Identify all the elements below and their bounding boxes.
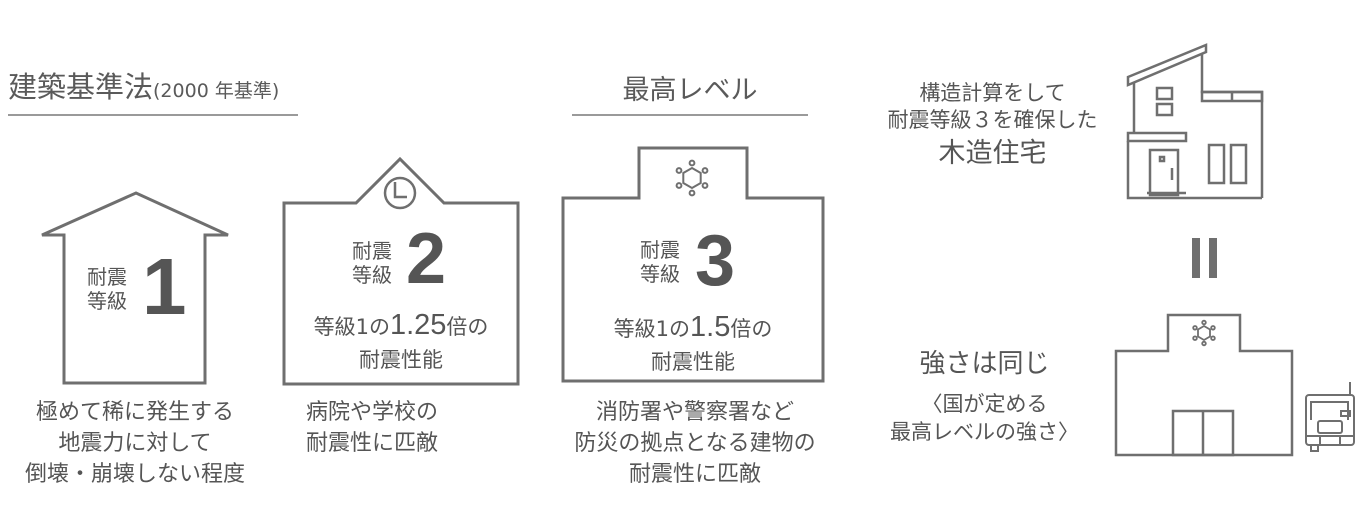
- house-outline-icon: [41, 191, 229, 385]
- grade-2-caption: 病院や学校の 耐震性に匹敵: [306, 400, 439, 457]
- wooden-house-emphasis: 木造住宅: [938, 137, 1047, 169]
- grade-2-card: 耐震 等級 2 等級1の1.25倍の 耐震性能: [280, 155, 525, 390]
- grade-1-number: 1: [142, 242, 187, 331]
- highest-level-header: 最高レベル: [622, 75, 758, 106]
- strength-same-title: 強さは同じ: [919, 349, 1050, 379]
- grade-1-caption: 極めて稀に発生する 地震力に対して 倒壊・崩壊しない程度: [24, 400, 245, 488]
- building-standard-header: 建築基準法(2000 年基準): [8, 70, 279, 105]
- gable-building-outline: [282, 156, 520, 386]
- grade-2-number: 2: [406, 219, 447, 299]
- wooden-house-description: 構造計算をして 耐震等級３を確保した 木造住宅: [860, 80, 1125, 172]
- grade-2-label: 耐震 等級: [352, 239, 392, 287]
- grade-3-label: 耐震 等級: [640, 238, 680, 286]
- grade-1-label: 耐震 等級: [87, 265, 127, 313]
- grade-3-number: 3: [695, 221, 736, 301]
- grade-2-multiplier: 1.25: [389, 309, 447, 341]
- building-standard-subtitle: (2000 年基準): [153, 80, 280, 102]
- tower-building-outline: [561, 146, 825, 383]
- grade-1-card: 耐震 等級 1: [30, 185, 240, 385]
- clock-icon: [383, 176, 417, 210]
- grade-3-multiplier: 1.5: [690, 311, 731, 343]
- grade-2-description: 等級1の1.25倍の 耐震性能: [313, 309, 489, 372]
- highest-level-rule: [572, 114, 808, 116]
- grade-3-description: 等級1の1.5倍の 耐震性能: [613, 311, 773, 374]
- building-standard-title: 建築基準法: [8, 70, 154, 104]
- grade-3-caption: 消防署や警察署など 防災の拠点となる建物の 耐震性に匹敵: [574, 400, 816, 488]
- building-standard-rule: [8, 114, 298, 116]
- equals-symbol: [1192, 238, 1218, 278]
- police-emblem-icon: [675, 159, 709, 197]
- strength-comparison-text: 強さは同じ 〈国が定める 最高レベルの強さ〉: [872, 348, 1097, 446]
- grade-3-card: 耐震 等級 3 等級1の1.5倍の 耐震性能: [560, 145, 830, 390]
